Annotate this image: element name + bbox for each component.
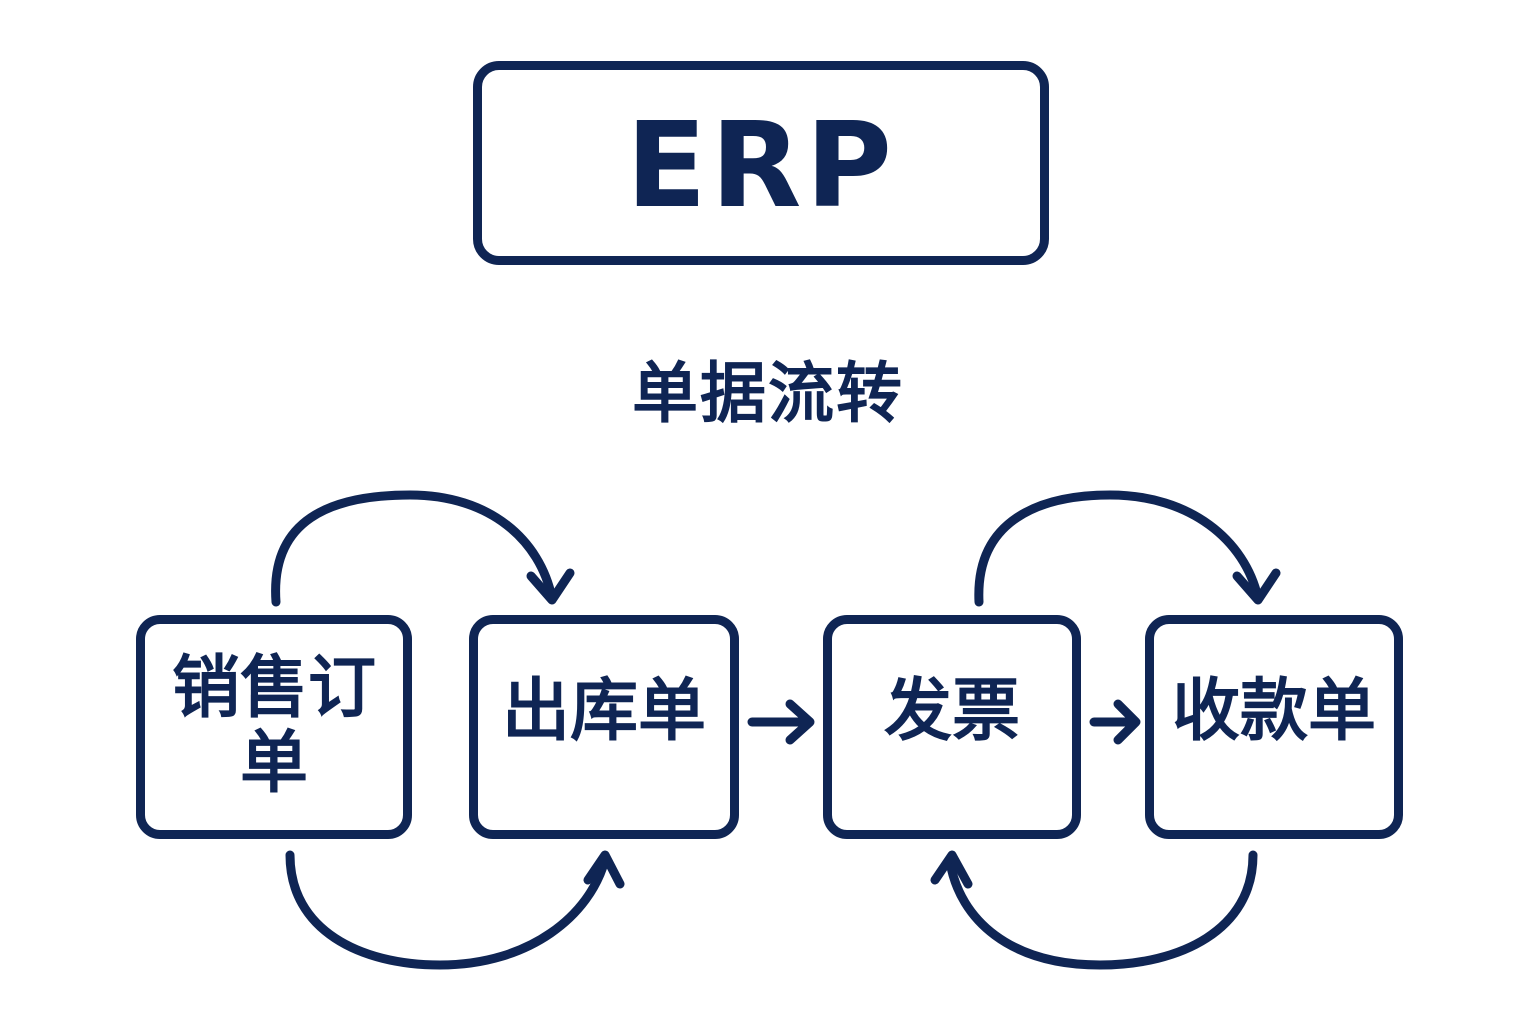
arrowhead-outbound-to-invoice	[785, 699, 815, 745]
arrowhead-invoice-to-receipt-top	[1232, 568, 1281, 605]
subtitle: 单据流转	[632, 355, 904, 432]
node-label: 销售订单	[171, 649, 376, 803]
node-outbound-order: 出库单	[469, 615, 739, 839]
arrow-sales-to-outbound-bottom	[285, 850, 610, 970]
arrow-sales-to-outbound-top	[271, 490, 557, 607]
node-label: 发票	[883, 671, 1020, 751]
node-label: 出库单	[501, 671, 706, 751]
erp-title-box: ERP	[473, 61, 1049, 265]
arrow-invoice-to-receipt-top	[974, 490, 1263, 607]
node-sales-order: 销售订单	[136, 615, 412, 839]
arrowhead-sales-to-outbound-bottom	[583, 850, 625, 889]
erp-title: ERP	[626, 96, 896, 234]
arrowhead-sales-to-outbound-top	[526, 568, 575, 605]
arrowhead-invoice-to-receipt	[1113, 699, 1141, 745]
node-invoice: 发票	[823, 615, 1081, 839]
node-label: 收款单	[1171, 671, 1376, 751]
node-receipt: 收款单	[1145, 615, 1403, 839]
arrowhead-receipt-to-invoice-bottom	[930, 850, 973, 889]
arrow-receipt-to-invoice-bottom	[945, 850, 1258, 970]
